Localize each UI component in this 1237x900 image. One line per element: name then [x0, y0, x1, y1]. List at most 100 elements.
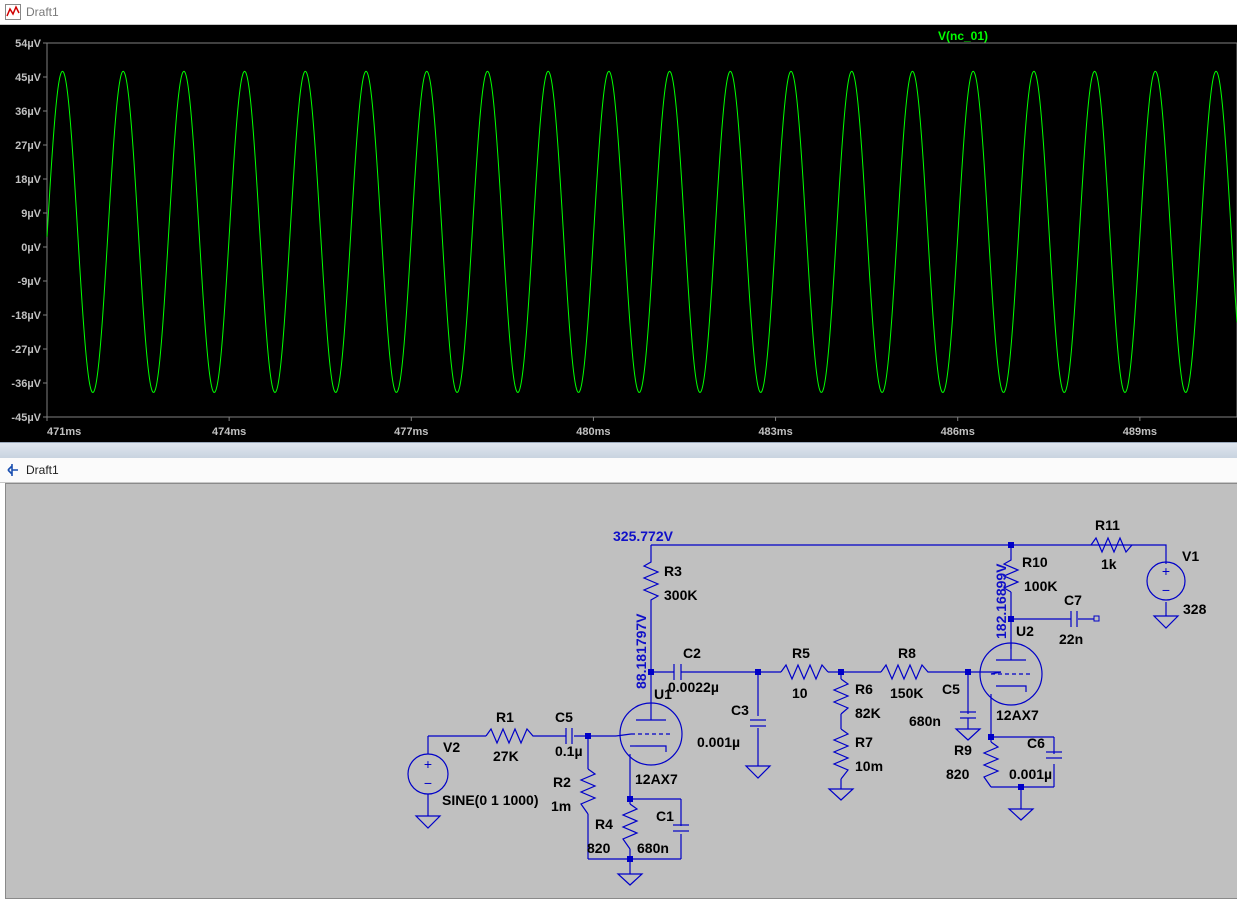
- ref-c4[interactable]: C5: [555, 709, 573, 725]
- ref-c1[interactable]: C1: [656, 808, 674, 824]
- resistor-r8[interactable]: [880, 663, 931, 681]
- ref-r5[interactable]: R5: [792, 645, 810, 661]
- voltage-source-v1[interactable]: + −: [1146, 561, 1186, 601]
- ref-r8[interactable]: R8: [898, 645, 916, 661]
- ref-r10[interactable]: R10: [1022, 554, 1048, 570]
- value-c4[interactable]: 0.1µ: [555, 743, 583, 759]
- voltage-source-v2[interactable]: + −: [407, 753, 449, 795]
- ref-r1[interactable]: R1: [496, 709, 514, 725]
- value-c5[interactable]: 0.001µ: [1009, 766, 1052, 782]
- waveform-window-title: Draft1: [26, 5, 59, 19]
- value-r1[interactable]: 27K: [493, 748, 519, 764]
- ref-u2[interactable]: U2: [1016, 623, 1034, 639]
- resistor-r10[interactable]: [1002, 556, 1020, 593]
- x-tick-label: 480ms: [576, 426, 610, 438]
- y-tick-label: -45µV: [11, 412, 41, 424]
- ref-c7[interactable]: C7: [1064, 592, 1082, 608]
- resistor-r6[interactable]: [832, 678, 850, 715]
- value-c1[interactable]: 680n: [637, 840, 669, 856]
- ref-r2[interactable]: R2: [553, 774, 571, 790]
- y-tick-label: 54µV: [15, 38, 42, 50]
- node-label-supply[interactable]: 325.772V: [613, 528, 674, 544]
- value-r11[interactable]: 1k: [1101, 556, 1117, 572]
- trace-v-nc-01[interactable]: [46, 70, 1237, 393]
- schematic-window-title: Draft1: [26, 463, 59, 477]
- ref-r7[interactable]: R7: [855, 734, 873, 750]
- node-label-u2-plate[interactable]: 182.16899V: [993, 563, 1009, 639]
- resistor-r7[interactable]: [832, 728, 850, 780]
- waveform-window-titlebar[interactable]: Draft1: [0, 0, 1237, 25]
- node-label-u1-plate[interactable]: 88.181797V: [633, 613, 649, 689]
- resistor-r1[interactable]: [485, 727, 536, 745]
- value-r7[interactable]: 10m: [855, 758, 883, 774]
- resistor-r4[interactable]: [621, 803, 639, 850]
- ref-c5[interactable]: C6: [1027, 735, 1045, 751]
- y-tick-label: 27µV: [15, 140, 42, 152]
- ref-r6[interactable]: R6: [855, 681, 873, 697]
- x-tick-label: 486ms: [941, 426, 975, 438]
- x-tick-label: 477ms: [394, 426, 428, 438]
- value-r2[interactable]: 1m: [551, 798, 571, 814]
- resistor-r2[interactable]: [579, 768, 597, 815]
- y-tick-label: -36µV: [11, 378, 41, 390]
- svg-text:−: −: [424, 775, 432, 791]
- value-r4[interactable]: 820: [587, 840, 611, 856]
- trace-legend-label[interactable]: V(nc_01): [938, 29, 988, 43]
- resistors: [485, 536, 1133, 850]
- tube-u2[interactable]: [979, 642, 1043, 706]
- value-r3[interactable]: 300K: [664, 587, 697, 603]
- y-tick-label: 18µV: [15, 174, 42, 186]
- ref-r11[interactable]: R11: [1095, 517, 1120, 533]
- y-tick-label: 45µV: [15, 72, 42, 84]
- value-r10[interactable]: 100K: [1024, 578, 1057, 594]
- y-axis: 54µV45µV36µV27µV18µV9µV0µV-9µV-18µV-27µV…: [11, 38, 47, 424]
- ref-c2[interactable]: C2: [683, 645, 701, 661]
- x-tick-label: 483ms: [758, 426, 792, 438]
- y-tick-label: 36µV: [15, 106, 42, 118]
- value-r5[interactable]: 10: [792, 685, 808, 701]
- svg-text:−: −: [1162, 582, 1170, 598]
- value-c7[interactable]: 22n: [1059, 631, 1083, 647]
- schematic-canvas[interactable]: + − + −: [5, 483, 1237, 899]
- svg-text:+: +: [1162, 563, 1170, 579]
- value-r9[interactable]: 820: [946, 766, 970, 782]
- junctions: [585, 542, 1024, 862]
- ref-r9[interactable]: R9: [954, 742, 972, 758]
- capacitors: [565, 611, 1100, 832]
- x-tick-label: 489ms: [1123, 426, 1157, 438]
- schematic-icon: [5, 462, 21, 478]
- ref-r3[interactable]: R3: [664, 563, 682, 579]
- waveform-icon: [5, 4, 21, 20]
- ground-symbols: [414, 615, 1180, 886]
- tube-u1[interactable]: [615, 672, 683, 766]
- y-tick-label: -18µV: [11, 310, 41, 322]
- ref-v2[interactable]: V2: [443, 739, 460, 755]
- schematic-window-titlebar[interactable]: Draft1: [0, 458, 1237, 483]
- ref-u1[interactable]: U1: [654, 686, 672, 702]
- value-r6[interactable]: 82K: [855, 705, 881, 721]
- svg-text:+: +: [424, 756, 432, 772]
- ref-r4[interactable]: R4: [595, 816, 613, 832]
- x-tick-label: 474ms: [212, 426, 246, 438]
- ref-v1[interactable]: V1: [1182, 548, 1199, 564]
- resistor-r3[interactable]: [642, 556, 660, 602]
- value-v2[interactable]: SINE(0 1 1000): [442, 792, 539, 808]
- value-u1[interactable]: 12AX7: [635, 771, 678, 787]
- tubes: [615, 642, 1043, 766]
- value-u2[interactable]: 12AX7: [996, 707, 1039, 723]
- waveform-plot-svg: 54µV45µV36µV27µV18µV9µV0µV-9µV-18µV-27µV…: [11, 29, 1237, 438]
- value-v1[interactable]: 328: [1183, 601, 1207, 617]
- value-c2[interactable]: 0.0022µ: [668, 679, 719, 695]
- resistor-r5[interactable]: [780, 663, 829, 681]
- ref-c6[interactable]: C5: [942, 681, 960, 697]
- y-tick-label: 0µV: [21, 242, 41, 254]
- resistor-r11[interactable]: [1090, 536, 1133, 554]
- y-tick-label: 9µV: [21, 208, 41, 220]
- value-c3[interactable]: 0.001µ: [697, 734, 740, 750]
- value-c6[interactable]: 680n: [909, 713, 941, 729]
- resistor-r9[interactable]: [982, 741, 1000, 788]
- value-r8[interactable]: 150K: [890, 685, 923, 701]
- ref-c3[interactable]: C3: [731, 702, 749, 718]
